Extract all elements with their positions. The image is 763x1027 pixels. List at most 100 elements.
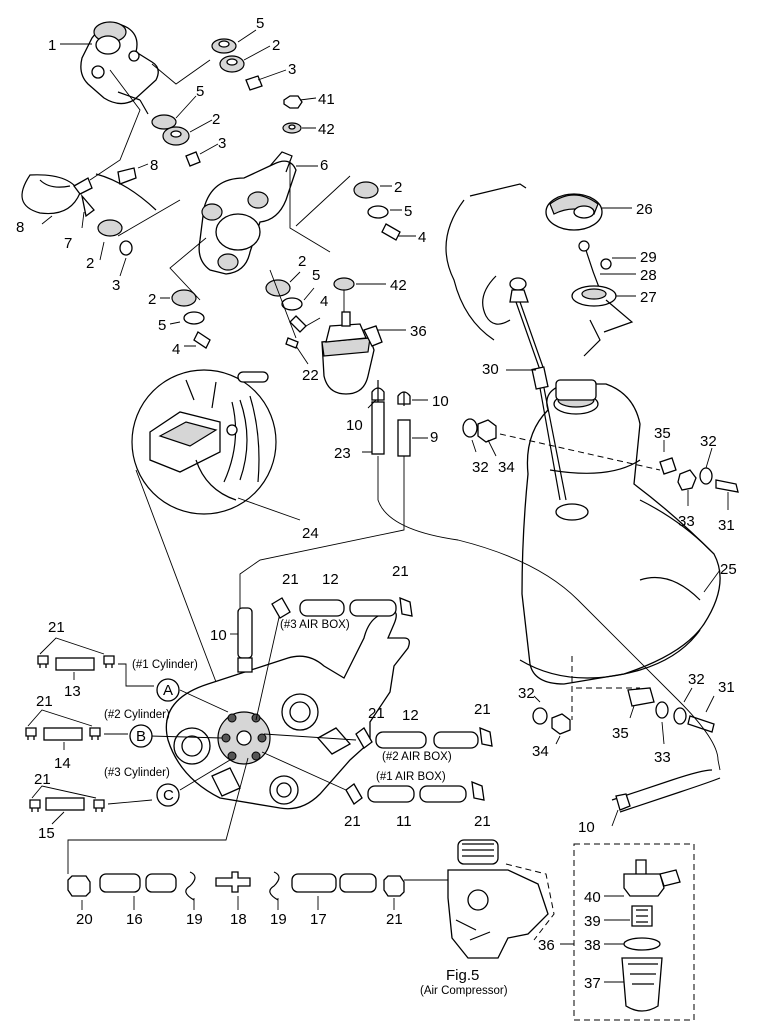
airbox2-hose-12 [355, 726, 493, 749]
fittings-31-35-upper [659, 457, 739, 493]
leader-22 [269, 269, 309, 365]
callout-40: 40 [584, 889, 601, 906]
cap-part-26 [545, 193, 603, 231]
airbox1-hose-11 [345, 780, 485, 805]
callout-1: 1 [48, 37, 56, 54]
leader-6 [289, 160, 331, 253]
callout-36b: 36 [538, 937, 555, 954]
callout-3c: 3 [112, 277, 120, 294]
callout-14: 14 [54, 755, 71, 772]
leaders-lower-left [160, 237, 207, 347]
callout-35a: 35 [654, 425, 671, 442]
connector-b-circle [129, 724, 153, 748]
manifold-leader-compressor [67, 757, 249, 874]
callout-5d: 5 [312, 267, 320, 284]
leaders-right [295, 175, 416, 237]
callout-2c: 2 [86, 255, 94, 272]
callout-23: 23 [334, 445, 351, 462]
connector-a: A [163, 682, 173, 699]
leaders-upper [151, 29, 287, 85]
fittings-lower-right [532, 656, 715, 735]
cylinder-hose-items [25, 655, 115, 812]
callout-42b: 42 [390, 277, 407, 294]
leaders-left [89, 69, 181, 277]
bracket-part-6 [198, 151, 297, 275]
callout-22: 22 [302, 367, 319, 384]
filter-detail-box-36 [573, 843, 695, 1021]
callout-35b: 35 [612, 725, 629, 742]
filter-detail-leaders [560, 895, 630, 983]
callout-5c: 5 [404, 203, 412, 220]
callout-42a: 42 [318, 121, 335, 138]
callout-27: 27 [640, 289, 657, 306]
callout-6: 6 [320, 157, 328, 174]
callout-21c: 21 [48, 619, 65, 636]
callout-34a: 34 [498, 459, 515, 476]
callout-21a: 21 [282, 571, 299, 588]
grommet-set-mid [151, 114, 201, 167]
callout-7: 7 [64, 235, 72, 252]
callout-21h: 21 [344, 813, 361, 830]
oil-tank-part-25 [519, 379, 721, 685]
callout-11: 11 [396, 813, 412, 830]
callout-5a: 5 [256, 15, 264, 32]
connector-b: B [136, 728, 146, 745]
callout-2f: 2 [148, 291, 156, 308]
figure-label: Fig.5 [446, 967, 479, 984]
callout-2e: 2 [298, 253, 306, 270]
callout-24: 24 [302, 525, 319, 542]
label-airbox2: (#2 AIR BOX) [382, 751, 452, 763]
dipstick-part-30 [445, 183, 567, 501]
callout-2d: 2 [394, 179, 402, 196]
callout-20: 20 [76, 911, 93, 928]
leaders-mid [175, 95, 219, 155]
label-cyl2: (#2 Cylinder) [104, 709, 170, 721]
washer-42-lower [333, 277, 355, 291]
callout-19a: 19 [186, 911, 203, 928]
leaders-lower-right [533, 687, 715, 745]
callout-29: 29 [640, 249, 657, 266]
callout-17: 17 [310, 911, 327, 928]
fittings-32-34-upper [462, 418, 661, 471]
grommet-set-lower-left [171, 289, 211, 349]
grommet-set-right [353, 181, 401, 241]
callout-8a: 8 [150, 157, 158, 174]
leaders-hoses [362, 399, 428, 453]
callout-33a: 33 [678, 513, 695, 530]
callout-31a: 31 [718, 517, 735, 534]
callout-21f: 21 [368, 705, 385, 722]
callout-10a: 10 [432, 393, 449, 410]
callout-3a: 3 [288, 61, 296, 78]
label-cyl3: (#3 Cylinder) [104, 767, 170, 779]
grommet-set-lower-centre [265, 279, 307, 333]
gauge-parts-27-28-29 [571, 240, 634, 357]
callout-26: 26 [636, 201, 653, 218]
callout-4a: 4 [418, 229, 426, 246]
callout-32a: 32 [472, 459, 489, 476]
airbox3-hose-12 [271, 596, 413, 619]
callout-32c: 32 [518, 685, 535, 702]
callout-4b: 4 [320, 293, 328, 310]
callout-4c: 4 [172, 341, 180, 358]
connector-c-circle [156, 783, 180, 807]
cylinder-leaders [27, 637, 154, 825]
hose-route-9 [239, 456, 405, 608]
callout-41: 41 [318, 91, 335, 108]
callout-2a: 2 [272, 37, 280, 54]
callout-21j: 21 [386, 911, 403, 928]
callout-12b: 12 [402, 707, 419, 724]
bolt-22 [285, 337, 299, 349]
grommet-set-left [97, 219, 133, 256]
leaders-32-34 [471, 439, 497, 457]
leaders-27-29 [600, 257, 636, 297]
callout-33b: 33 [654, 749, 671, 766]
leaders-lower-centre [289, 271, 321, 327]
leaders-41-42 [299, 97, 317, 129]
callout-34b: 34 [532, 743, 549, 760]
callout-16: 16 [126, 911, 143, 928]
leader-10d [611, 809, 619, 827]
label-airbox3: (#3 AIR BOX) [280, 619, 350, 631]
callout-32b: 32 [700, 433, 717, 450]
cable-tie-8 [21, 167, 157, 218]
